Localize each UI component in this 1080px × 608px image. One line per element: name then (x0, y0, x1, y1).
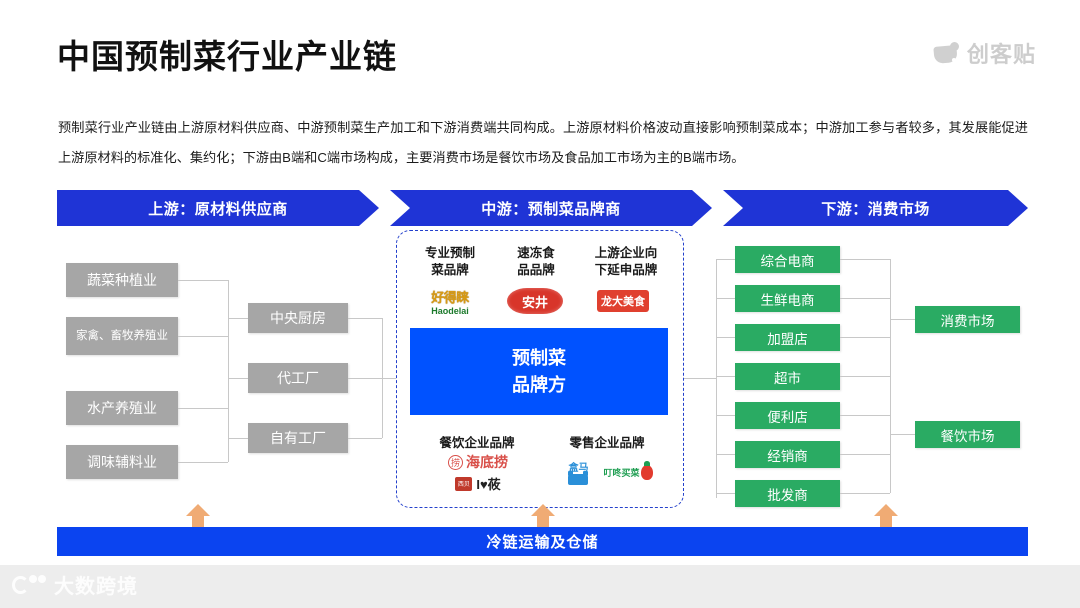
raw-material-box-poultry-livestock: 家禽、畜牧养殖业 (66, 317, 178, 355)
market-box-consumer: 消费市场 (915, 306, 1020, 333)
description-paragraph: 预制菜行业产业链由上游原材料供应商、中游预制菜生产加工和下游消费端共同构成。上游… (58, 120, 1028, 165)
raw-material-box-aquaculture: 水产养殖业 (66, 391, 178, 425)
connector (840, 337, 890, 338)
midstream-category-professional: 专业预制 菜品牌 (424, 246, 475, 277)
connector (716, 337, 735, 338)
cold-chain-bar: 冷链运输及仓储 (57, 527, 1028, 556)
connector (716, 259, 717, 498)
channel-box-comprehensive-ecommerce: 综合电商 (735, 246, 840, 273)
connector (890, 259, 891, 493)
connector (840, 259, 890, 260)
connector (890, 434, 915, 435)
connector (228, 280, 229, 462)
connector (348, 318, 382, 319)
page-title: 中国预制菜行业产业链 (57, 38, 397, 75)
factory-box-own-factory: 自有工厂 (248, 423, 348, 453)
midstream-category-frozen: 速冻食 品品牌 (517, 246, 555, 277)
up-arrow-downstream-icon (874, 504, 898, 531)
brand-logo-hema: 盒马 (561, 458, 595, 486)
dingdong-radish-icon (640, 460, 653, 480)
brand-logo-hema-label: 盒马 (568, 463, 589, 474)
connector (684, 378, 716, 379)
connector (716, 493, 735, 494)
channel-box-supermarket: 超市 (735, 363, 840, 390)
connector (840, 493, 890, 494)
connector (716, 259, 735, 260)
connector (840, 415, 890, 416)
brand-logo-haodelai: 好得睐 Haodelai (419, 288, 481, 315)
connector (228, 318, 248, 319)
up-arrow-midstream-icon (531, 504, 555, 531)
connector (178, 280, 228, 281)
connector (840, 454, 890, 455)
midstream-category-restaurant: 餐饮企业品牌 (439, 436, 515, 450)
haidilao-mark-icon: 捞 (448, 454, 463, 470)
brand-logo-haodelai-cn: 好得睐 (431, 289, 469, 305)
creator-watermark: 创客贴 (933, 37, 1036, 69)
connector (178, 336, 228, 337)
channel-box-convenience-store: 便利店 (735, 402, 840, 429)
channel-box-franchise: 加盟店 (735, 324, 840, 351)
up-arrow-upstream-icon (186, 504, 210, 531)
connector (716, 454, 735, 455)
brand-logo-haidilao-label: 海底捞 (466, 454, 508, 470)
center-box-line1: 预制菜 (512, 347, 566, 368)
factory-box-oem: 代工厂 (248, 363, 348, 393)
brand-logo-haidilao: 捞 海底捞 (424, 452, 532, 472)
banner-midstream: 中游：预制菜品牌商 (390, 190, 712, 226)
center-box-line2: 品牌方 (512, 374, 566, 395)
channel-box-wholesaler: 批发商 (735, 480, 840, 507)
site-watermark: 大数跨境 (12, 570, 138, 599)
connector (228, 438, 248, 439)
brand-logo-haodelai-en: Haodelai (431, 305, 469, 315)
midstream-center-box: 预制菜 品牌方 (410, 328, 668, 415)
retail-brand-logos: 盒马 叮咚买菜 (552, 458, 662, 486)
connector (840, 298, 890, 299)
brand-logo-dingdong: 叮咚买菜 (603, 460, 653, 480)
market-box-catering: 餐饮市场 (915, 421, 1020, 448)
connector (716, 376, 735, 377)
brand-logo-anjoy: 安井 (507, 288, 563, 314)
banner-upstream: 上游：原材料供应商 (57, 190, 379, 226)
brand-logo-dingdong-label: 叮咚买菜 (603, 467, 640, 478)
connector (228, 378, 248, 379)
connector (178, 462, 228, 463)
raw-material-box-vegetable: 蔬菜种植业 (66, 263, 178, 297)
dashukuajing-logo-icon (12, 574, 48, 596)
chuangketie-logo-icon (933, 42, 960, 64)
creator-watermark-label: 创客贴 (966, 42, 1036, 67)
xibei-badge-icon: 西贝 (455, 476, 473, 491)
midstream-category-upstream-extension: 上游企业向 下延申品牌 (594, 246, 658, 277)
raw-material-box-seasoning: 调味辅料业 (66, 445, 178, 479)
hema-hippo-icon (568, 471, 589, 485)
channel-box-distributor: 经销商 (735, 441, 840, 468)
connector (348, 378, 396, 379)
bottom-strip (0, 565, 1080, 608)
midstream-category-retail: 零售企业品牌 (569, 436, 645, 450)
site-watermark-label: 大数跨境 (54, 576, 138, 598)
connector (348, 438, 382, 439)
connector (382, 318, 383, 438)
brand-logo-longda: 龙大美食 (597, 290, 649, 312)
factory-box-central-kitchen: 中央厨房 (248, 303, 348, 333)
connector (716, 415, 735, 416)
brand-logo-xibei-label: I♥莜 (476, 477, 501, 492)
brand-logo-xibei: 西贝 I♥莜 (424, 474, 532, 493)
channel-box-fresh-ecommerce: 生鲜电商 (735, 285, 840, 312)
connector (890, 319, 915, 320)
connector (716, 298, 735, 299)
connector (178, 408, 228, 409)
connector (840, 376, 890, 377)
banner-downstream: 下游：消费市场 (723, 190, 1028, 226)
